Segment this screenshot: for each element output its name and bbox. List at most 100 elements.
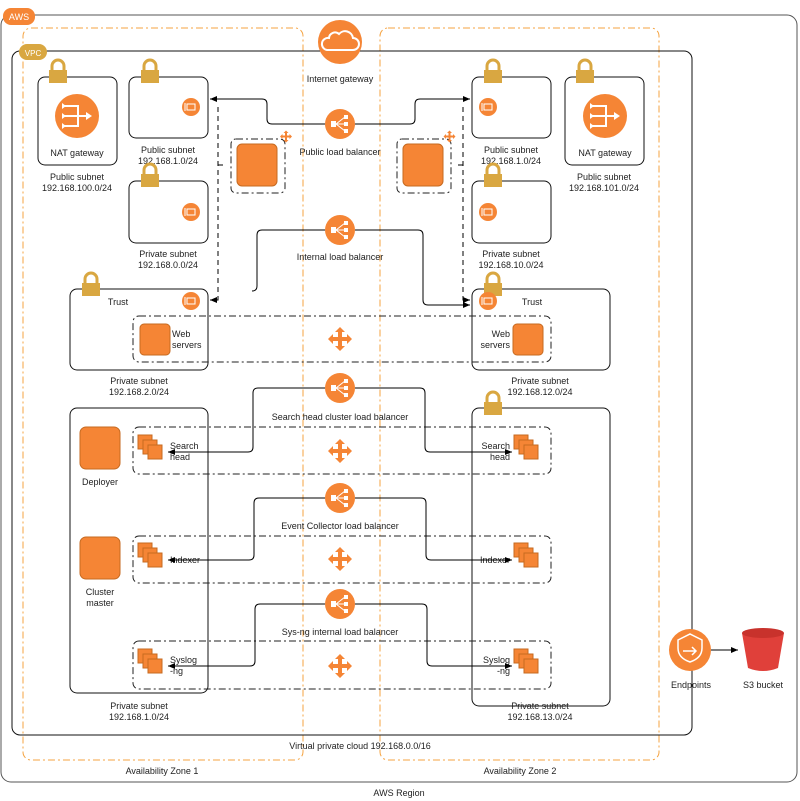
internal-load-balancer-label: Internal load balancer: [297, 252, 384, 262]
endpoints-icon[interactable]: [669, 629, 711, 671]
az1-label: Availability Zone 1: [126, 766, 199, 776]
left-trust-subnet-cidr: 192.168.2.0/24: [109, 387, 169, 397]
left-public-subnet: [128, 76, 209, 139]
lock-icon: [139, 162, 161, 189]
right-syslog-label-2: -ng: [497, 666, 510, 676]
left-trust-subnet-label: Private subnet: [110, 376, 168, 386]
s3-bucket-icon[interactable]: [742, 628, 784, 671]
left-cluster-subnet-label: Private subnet: [110, 701, 168, 711]
network-interface-icon: [181, 291, 201, 311]
syslog-load-balancer-icon[interactable]: [324, 588, 356, 620]
search-head-instances-icon[interactable]: [513, 434, 539, 460]
network-interface-icon: [478, 291, 498, 311]
auto-scaling-icon: [328, 654, 352, 678]
left-cluster-subnet: [69, 407, 209, 694]
public-load-balancer-icon[interactable]: [324, 108, 356, 140]
right-trust-subnet-cidr: 192.168.12.0/24: [507, 387, 572, 397]
left-private-subnet-label: Private subnet: [139, 249, 197, 259]
left-nat-label: NAT gateway: [50, 148, 104, 158]
left-nat-subnet: [37, 76, 118, 166]
network-interface-icon: [181, 202, 201, 222]
right-trust-subnet: [471, 288, 611, 371]
syslog-instances-icon[interactable]: [513, 648, 539, 674]
event-collector-load-balancer-label: Event Collector load balancer: [281, 521, 399, 531]
auto-scaling-icon: [328, 547, 352, 571]
nat-gateway-icon[interactable]: [54, 93, 100, 139]
auto-scaling-icon: [328, 327, 352, 351]
cluster-master-label-2: master: [86, 598, 114, 608]
network-interface-icon: [478, 97, 498, 117]
right-search-label: Search: [481, 441, 510, 451]
left-instance-icon[interactable]: [236, 143, 278, 187]
event-collector-load-balancer-icon[interactable]: [324, 482, 356, 514]
right-private-subnet-cidr: 192.168.10.0/24: [478, 260, 543, 270]
svg-text:VPC: VPC: [25, 49, 42, 58]
search-head-load-balancer-icon[interactable]: [324, 372, 356, 404]
left-syslog-label: Syslog: [170, 655, 197, 665]
deployer-label: Deployer: [82, 477, 118, 487]
auto-scaling-icon: [280, 130, 292, 143]
right-public-subnet: [471, 76, 552, 139]
right-public-subnet-cidr: 192.168.1.0/24: [481, 156, 541, 166]
search-head-group: [132, 426, 552, 475]
left-web-label: Web: [172, 329, 190, 339]
syslog-group: [132, 640, 552, 690]
auto-scaling-icon: [328, 439, 352, 463]
syslog-instances-icon[interactable]: [137, 648, 163, 674]
cluster-master-label: Cluster: [86, 587, 115, 597]
internet-gateway-label: Internet gateway: [307, 74, 374, 84]
left-private-subnet: [128, 180, 209, 244]
syslog-load-balancer-label: Sys-ng internal load balancer: [282, 627, 399, 637]
left-trust-label: Trust: [108, 297, 129, 307]
indexer-instances-icon[interactable]: [137, 542, 163, 568]
network-interface-icon: [181, 97, 201, 117]
deployer-icon[interactable]: [79, 426, 121, 470]
lock-icon: [482, 58, 504, 85]
right-cluster-subnet-cidr: 192.168.13.0/24: [507, 712, 572, 722]
right-asg-group: [396, 138, 452, 194]
right-trust-subnet-label: Private subnet: [511, 376, 569, 386]
left-public-subnet-label: Public subnet: [141, 145, 196, 155]
vpc-tag: VPC: [19, 44, 47, 60]
search-head-instances-icon[interactable]: [137, 434, 163, 460]
lock-icon: [482, 162, 504, 189]
right-trust-label: Trust: [522, 297, 543, 307]
aws-region-boundary: [0, 14, 798, 783]
right-public-subnet-label: Public subnet: [484, 145, 539, 155]
right-instance-icon[interactable]: [402, 143, 444, 187]
cluster-master-icon[interactable]: [79, 536, 121, 580]
left-search-label: Search: [170, 441, 199, 451]
right-syslog-label: Syslog: [483, 655, 510, 665]
svg-text:AWS: AWS: [9, 12, 29, 22]
indexer-instances-icon[interactable]: [513, 542, 539, 568]
right-nat-subnet-label: Public subnet: [577, 172, 632, 182]
right-cluster-subnet-label: Private subnet: [511, 701, 569, 711]
right-cluster-subnet: [471, 407, 611, 707]
right-search-label-2: head: [490, 452, 510, 462]
nat-gateway-icon[interactable]: [582, 93, 628, 139]
right-web-label: Web: [492, 329, 510, 339]
lock-icon: [139, 58, 161, 85]
left-web-server-icon[interactable]: [139, 323, 171, 356]
network-interface-icon: [478, 202, 498, 222]
left-asg-group: [230, 138, 286, 194]
lock-icon: [574, 58, 596, 85]
auto-scaling-icon: [443, 130, 456, 143]
left-syslog-label-2: -ng: [170, 666, 183, 676]
right-nat-label: NAT gateway: [578, 148, 632, 158]
lock-icon: [47, 58, 69, 85]
internet-gateway-icon[interactable]: [318, 20, 362, 64]
internal-load-balancer-icon[interactable]: [324, 214, 356, 246]
right-private-subnet: [471, 180, 552, 244]
endpoints-label: Endpoints: [671, 680, 712, 690]
lock-icon: [80, 271, 102, 298]
public-load-balancer-label: Public load balancer: [299, 147, 380, 157]
vpc-label: Virtual private cloud 192.168.0.0/16: [289, 741, 430, 751]
right-nat-subnet-cidr: 192.168.101.0/24: [569, 183, 639, 193]
left-public-subnet-cidr: 192.168.1.0/24: [138, 156, 198, 166]
aws-tag: AWS: [3, 8, 35, 25]
left-nat-subnet-cidr: 192.168.100.0/24: [42, 183, 112, 193]
right-web-server-icon[interactable]: [512, 323, 544, 356]
left-cluster-subnet-cidr: 192.168.1.0/24: [109, 712, 169, 722]
